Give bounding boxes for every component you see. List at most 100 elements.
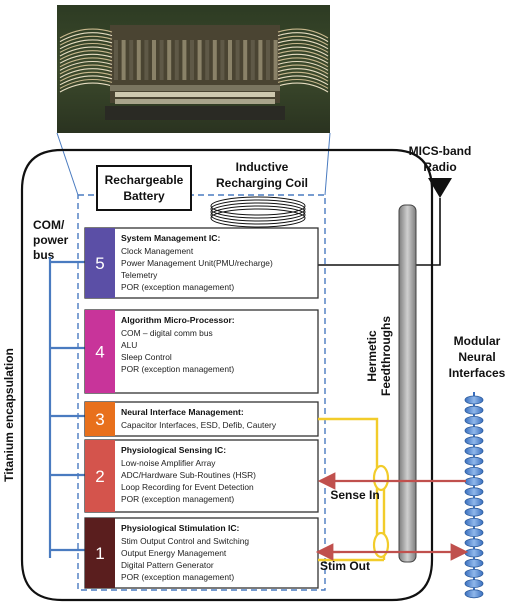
- electrode-ring: [464, 518, 484, 527]
- chip-2: 2 Physiological Sensing IC: Low-noise Ampl…: [84, 439, 319, 513]
- electrode-ring: [464, 528, 484, 537]
- zoom-line-right: [324, 132, 331, 196]
- sense-coupler-icon: [372, 464, 390, 492]
- die-trace: [205, 40, 210, 80]
- die-trace: [182, 40, 187, 80]
- chip-1-function: Digital Pattern Generator: [121, 560, 214, 570]
- chip-4-function: Sleep Control: [121, 352, 172, 362]
- chip-2-color-band: [85, 440, 115, 512]
- chip-3-box: [84, 401, 319, 437]
- die-trace: [228, 40, 232, 80]
- wire-bond: [59, 46, 113, 57]
- wire-bond: [59, 75, 113, 86]
- chip-5-function: Clock Management: [121, 246, 194, 256]
- wire-bond: [59, 53, 113, 64]
- die-trace: [235, 40, 240, 80]
- feedthrough-label-1: Hermetic: [365, 330, 379, 382]
- wire-bond: [59, 71, 113, 82]
- die-trace: [220, 40, 225, 80]
- electrode-ring: [464, 395, 484, 405]
- die-trace: [114, 40, 118, 80]
- electrode-ring: [464, 487, 484, 497]
- wire-bond: [59, 42, 113, 53]
- battery-label-1: Rechargeable: [105, 173, 184, 187]
- wire-bond: [59, 32, 113, 43]
- electrode-ring: [464, 579, 484, 588]
- chip-4-function: ALU: [121, 340, 137, 350]
- chip-2-function: ADC/Hardware Sub-Routines (HSR): [121, 470, 256, 480]
- electrode-ring: [464, 446, 484, 456]
- chip-3-function: Capacitor Interfaces, ESD, Defib, Cauter…: [121, 420, 277, 430]
- chip-2-function: Low-noise Amplifier Array: [121, 458, 216, 468]
- electrode-array: [464, 395, 484, 599]
- wire-bond: [59, 68, 113, 79]
- electrode-ring: [464, 466, 484, 476]
- neural-label-2: Neural: [458, 350, 495, 364]
- neural-label-3: Interfaces: [449, 366, 506, 380]
- wire-bond: [277, 82, 329, 93]
- wire-bond: [59, 50, 113, 61]
- chip-5-function: POR (exception management): [121, 282, 234, 292]
- chip-2-function: POR (exception management): [121, 494, 234, 504]
- wire-bond: [59, 39, 113, 50]
- wire-bond: [59, 35, 113, 46]
- stim-coupler-icon: [372, 531, 390, 559]
- wire-bond: [59, 82, 113, 93]
- wire-bond: [277, 71, 329, 82]
- electrode-ring: [464, 456, 484, 466]
- wire-bond: [277, 42, 329, 53]
- die-trace: [250, 40, 255, 80]
- titanium-enclosure: [20, 148, 434, 602]
- com-power-bus: [48, 257, 85, 558]
- electrode-ring: [464, 477, 484, 487]
- chip-stack-photo: [57, 5, 330, 133]
- chip-5-title: System Management IC:: [121, 233, 220, 243]
- radio-label-2: Radio: [423, 160, 456, 174]
- module-boundary: [77, 194, 326, 591]
- chip-2-number: 2: [95, 467, 104, 486]
- wire-bond: [277, 68, 329, 79]
- wire-bond: [277, 78, 329, 89]
- chip-1-color-band: [85, 518, 115, 588]
- electrode-ring: [464, 497, 484, 507]
- chip-5-number: 5: [95, 254, 104, 273]
- die-trace: [121, 40, 126, 80]
- antenna-icon: [428, 178, 452, 198]
- electrode-ring: [464, 589, 484, 599]
- chip-5-function: Power Management Unit(PMU/recharge): [121, 258, 273, 268]
- feedthrough-label-2: Feedthroughs: [379, 316, 393, 396]
- coil-label-2: Recharging Coil: [216, 176, 308, 190]
- wire-bond: [277, 50, 329, 61]
- die-trace: [197, 40, 202, 80]
- die-trace: [144, 40, 149, 80]
- chip-4-function: POR (exception management): [121, 364, 234, 374]
- wire-bond: [277, 35, 329, 46]
- electrode-ring: [464, 426, 484, 436]
- wire-bond: [277, 64, 329, 75]
- hermetic-feedthrough: [398, 204, 417, 563]
- electrode-ring: [464, 548, 484, 558]
- die-trace: [190, 40, 194, 80]
- die-trace: [258, 40, 263, 80]
- die-trace: [273, 40, 278, 80]
- die-trace: [159, 40, 164, 80]
- electrode-ring: [464, 415, 484, 425]
- die-trace: [152, 40, 156, 80]
- electrode-ring: [464, 405, 484, 415]
- wire-bond: [59, 64, 113, 75]
- chip-5-color-band: [85, 228, 115, 298]
- battery-label-2: Battery: [123, 189, 165, 203]
- wire-bond: [277, 46, 329, 57]
- electrode-ring: [464, 558, 484, 568]
- chip-2-title: Physiological Sensing IC:: [121, 445, 226, 455]
- battery-box: [96, 165, 192, 211]
- wire-bond: [277, 32, 329, 43]
- chip-1-title: Physiological Stimulation IC:: [121, 523, 240, 533]
- com-bus-label-3: bus: [33, 248, 55, 262]
- inductive-coil: [210, 196, 306, 228]
- die-trace: [136, 40, 141, 80]
- chip-5: 5 System Management IC: Clock ManagementPo…: [84, 227, 319, 299]
- chip-1-function: POR (exception management): [121, 572, 234, 582]
